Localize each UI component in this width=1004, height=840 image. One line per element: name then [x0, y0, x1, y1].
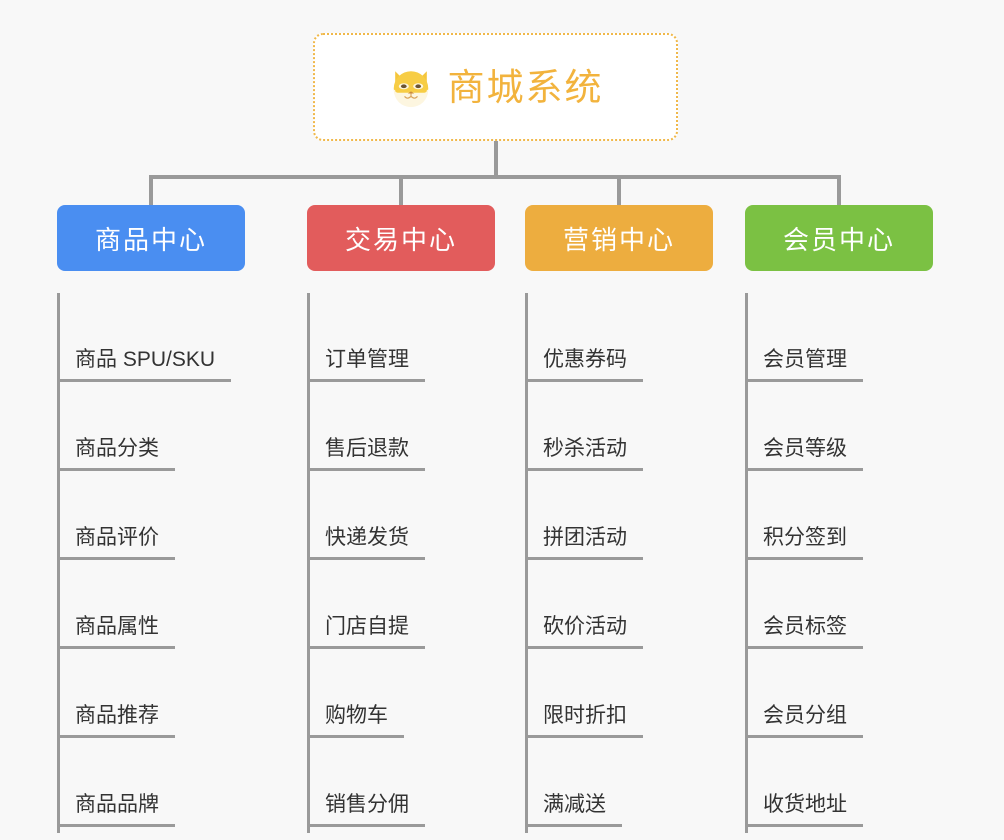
list-item[interactable]: 积分签到 — [745, 471, 933, 560]
leaf-label: 拼团活动 — [525, 526, 643, 560]
category-header-member[interactable]: 会员中心 — [745, 205, 933, 271]
leaf-label: 门店自提 — [307, 615, 425, 649]
category-header-marketing[interactable]: 营销中心 — [525, 205, 713, 271]
leaf-label: 购物车 — [307, 704, 404, 738]
leaf-label: 限时折扣 — [525, 704, 643, 738]
leaf-label: 商品推荐 — [57, 704, 175, 738]
connector-drop-3 — [617, 175, 621, 207]
list-item[interactable]: 优惠券码 — [525, 293, 713, 382]
leaf-label: 商品品牌 — [57, 793, 175, 827]
leaf-label: 收货地址 — [745, 793, 863, 827]
leaf-list-marketing: 优惠券码 秒杀活动 拼团活动 砍价活动 限时折扣 满减送 — [525, 293, 713, 833]
category-header-trade[interactable]: 交易中心 — [307, 205, 495, 271]
list-item[interactable]: 商品品牌 — [57, 738, 245, 827]
list-item[interactable]: 订单管理 — [307, 293, 495, 382]
list-item[interactable]: 快递发货 — [307, 471, 495, 560]
leaf-list-trade: 订单管理 售后退款 快递发货 门店自提 购物车 销售分佣 — [307, 293, 495, 833]
leaf-list-member: 会员管理 会员等级 积分签到 会员标签 会员分组 收货地址 — [745, 293, 933, 833]
leaf-label: 砍价活动 — [525, 615, 643, 649]
leaf-label: 商品评价 — [57, 526, 175, 560]
leaf-label: 会员等级 — [745, 437, 863, 471]
dog-face-icon — [393, 71, 428, 108]
leaf-label: 会员标签 — [745, 615, 863, 649]
category-column-member: 会员中心 会员管理 会员等级 积分签到 会员标签 会员分组 收货地址 — [745, 205, 933, 833]
list-item[interactable]: 商品分类 — [57, 382, 245, 471]
leaf-list-product: 商品 SPU/SKU 商品分类 商品评价 商品属性 商品推荐 商品品牌 — [57, 293, 245, 833]
list-item[interactable]: 会员等级 — [745, 382, 933, 471]
list-item[interactable]: 购物车 — [307, 649, 495, 738]
list-item[interactable]: 商品推荐 — [57, 649, 245, 738]
list-item[interactable]: 门店自提 — [307, 560, 495, 649]
list-item[interactable]: 秒杀活动 — [525, 382, 713, 471]
connector-drop-1 — [149, 175, 153, 207]
leaf-label: 商品分类 — [57, 437, 175, 471]
category-column-marketing: 营销中心 优惠券码 秒杀活动 拼团活动 砍价活动 限时折扣 满减送 — [525, 205, 713, 833]
list-item[interactable]: 会员分组 — [745, 649, 933, 738]
list-item[interactable]: 商品评价 — [57, 471, 245, 560]
leaf-label: 优惠券码 — [525, 348, 643, 382]
connector-root-stem — [494, 141, 498, 177]
root-title: 商城系统 — [447, 66, 604, 108]
connector-drop-4 — [837, 175, 841, 207]
connector-horizontal-bus — [149, 175, 841, 179]
list-item[interactable]: 销售分佣 — [307, 738, 495, 827]
list-item[interactable]: 售后退款 — [307, 382, 495, 471]
list-item[interactable]: 收货地址 — [745, 738, 933, 827]
leaf-label: 销售分佣 — [307, 793, 425, 827]
leaf-label: 积分签到 — [745, 526, 863, 560]
leaf-label: 会员分组 — [745, 704, 863, 738]
leaf-label: 商品 SPU/SKU — [57, 348, 232, 382]
leaf-label: 会员管理 — [745, 348, 863, 382]
list-item[interactable]: 会员管理 — [745, 293, 933, 382]
root-node[interactable]: 商城系统 — [313, 33, 678, 141]
list-item[interactable]: 限时折扣 — [525, 649, 713, 738]
leaf-label: 快递发货 — [307, 526, 425, 560]
list-item[interactable]: 会员标签 — [745, 560, 933, 649]
leaf-label: 秒杀活动 — [525, 437, 643, 471]
category-header-product[interactable]: 商品中心 — [57, 205, 245, 271]
leaf-label: 售后退款 — [307, 437, 425, 471]
list-item[interactable]: 砍价活动 — [525, 560, 713, 649]
list-item[interactable]: 商品 SPU/SKU — [57, 293, 245, 382]
leaf-label: 商品属性 — [57, 615, 175, 649]
list-item[interactable]: 商品属性 — [57, 560, 245, 649]
leaf-label: 满减送 — [525, 793, 622, 827]
list-item[interactable]: 拼团活动 — [525, 471, 713, 560]
list-item[interactable]: 满减送 — [525, 738, 713, 827]
leaf-label: 订单管理 — [307, 348, 425, 382]
category-column-product: 商品中心 商品 SPU/SKU 商品分类 商品评价 商品属性 商品推荐 商品品牌 — [57, 205, 245, 833]
connector-drop-2 — [399, 175, 403, 207]
category-column-trade: 交易中心 订单管理 售后退款 快递发货 门店自提 购物车 销售分佣 — [307, 205, 495, 833]
